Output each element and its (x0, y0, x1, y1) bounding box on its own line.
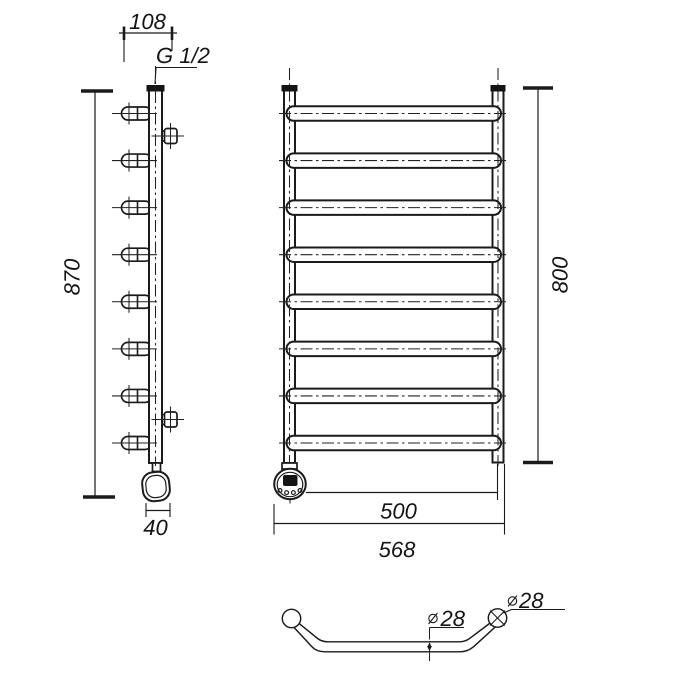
element-button (297, 488, 303, 494)
element-button (284, 490, 290, 496)
side-stubs (120, 106, 153, 451)
thread-label: G 1/2 (156, 43, 210, 68)
detail-dia-end-callout: 28 (503, 588, 565, 614)
diameter-symbol-icon (428, 613, 438, 624)
diameter-symbol-icon (507, 596, 518, 606)
element-ring (276, 471, 304, 498)
dia-arrow-down (427, 646, 432, 652)
front-view (273, 68, 509, 504)
dim-40: 40 (143, 503, 171, 540)
dim-870: 870 (60, 89, 115, 499)
dim-dia-mid-label: 28 (440, 606, 466, 631)
element-button (277, 488, 283, 494)
dim-500: 500 (306, 464, 499, 524)
dim-800-label: 800 (548, 256, 573, 293)
front-rungs (285, 105, 502, 452)
side-stub-centerlines (112, 102, 157, 454)
dim-870-label: 870 (60, 258, 85, 295)
detail-dia-mid-callout: 28 (427, 606, 466, 661)
front-rung-centerlines (279, 112, 509, 444)
detail-cross-line (489, 610, 506, 626)
side-view (112, 66, 184, 503)
dim-800: 800 (523, 86, 573, 465)
dim-40-label: 40 (143, 515, 168, 540)
front-cap-left (281, 85, 298, 92)
detail-post-section-left (281, 608, 302, 629)
dim-568-label: 568 (379, 537, 416, 562)
element-button (290, 490, 296, 496)
front-cap-right (490, 85, 506, 92)
element-display (283, 475, 298, 486)
detail-post-section-right (487, 608, 508, 628)
dim-108-label: 108 (129, 9, 166, 34)
detail-tube-top-edge (299, 622, 490, 643)
dim-568: 568 (273, 464, 506, 562)
dim-500-label: 500 (380, 499, 417, 524)
side-element-inner (145, 474, 167, 499)
side-element-body (141, 470, 171, 503)
detail-tube-bottom-edge (293, 626, 496, 653)
heating-element (273, 462, 307, 504)
rung-detail-view: 28 28 (281, 588, 565, 661)
thread-callout: G 1/2 (154, 43, 210, 85)
side-fitting-centerlines (151, 123, 184, 433)
side-element-neck (151, 462, 162, 473)
dim-108: 108 (119, 9, 177, 62)
dim-dia-end-label: 28 (518, 588, 544, 613)
